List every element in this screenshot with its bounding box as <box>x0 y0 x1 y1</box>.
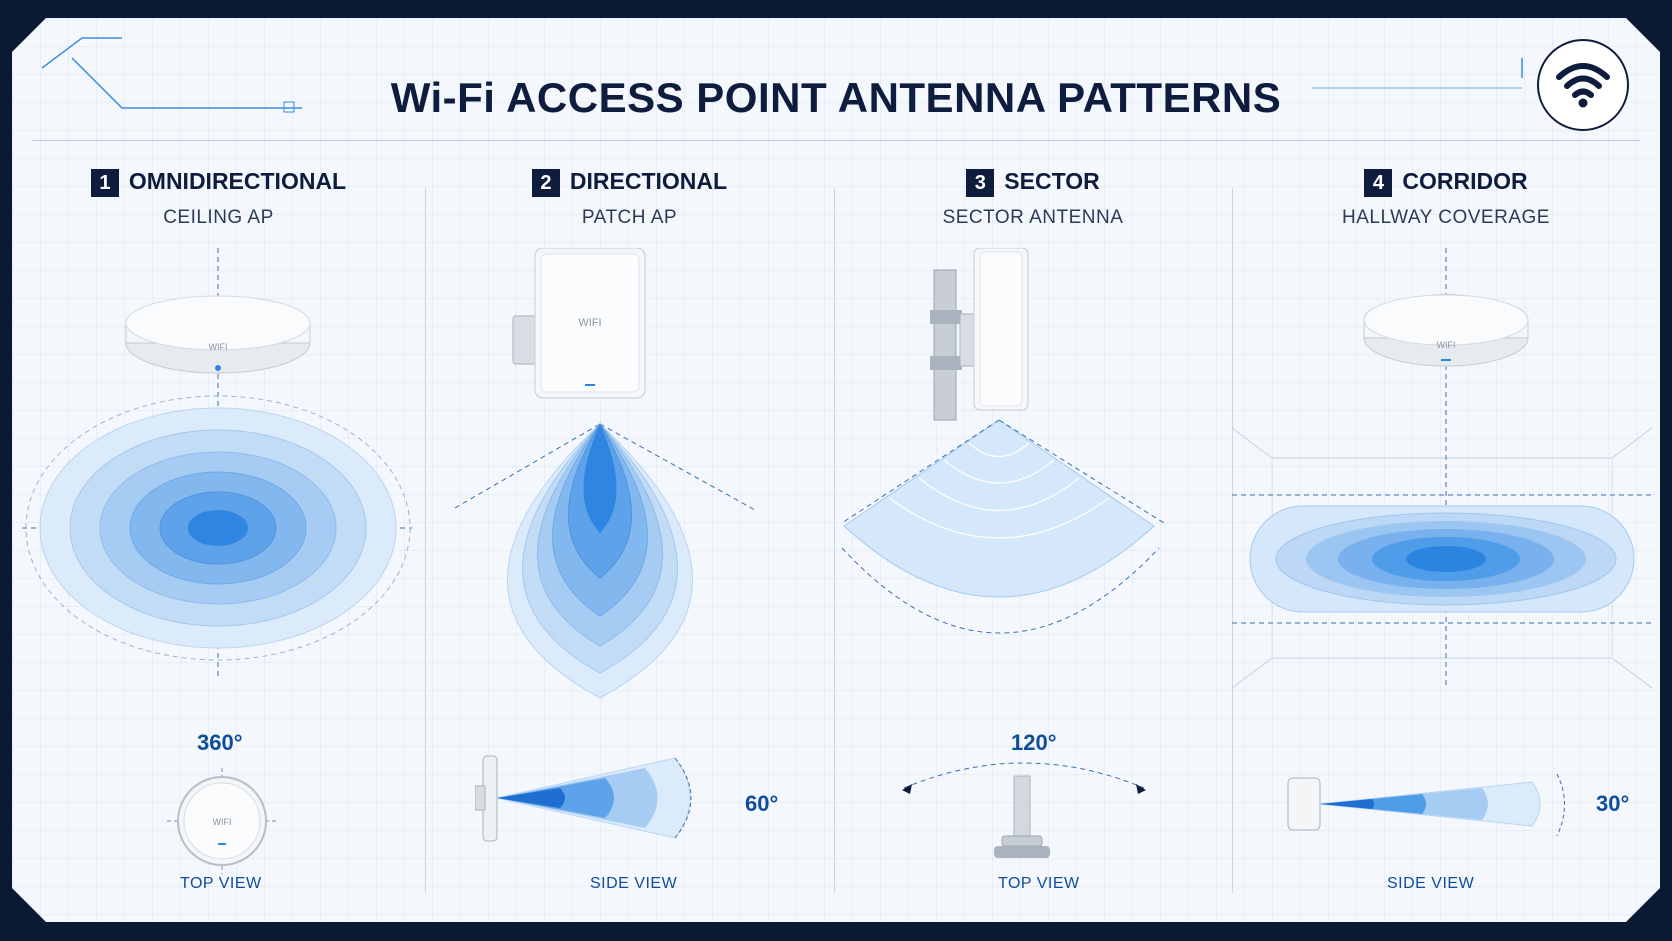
top-view-device <box>902 762 1146 858</box>
wifi-icon <box>1556 63 1610 108</box>
panel-title: DIRECTIONAL <box>569 168 728 194</box>
view-label: TOP VIEW <box>998 875 1080 892</box>
panel-subtitle: HALLWAY COVERAGE <box>1342 207 1550 228</box>
device-label: WIFI <box>209 342 228 352</box>
ceiling-ap-device: WIFI <box>1363 293 1529 367</box>
panel-header: 1 OMNIDIRECTIONAL CEILING AP <box>12 168 425 229</box>
side-view-beam <box>1287 773 1565 837</box>
omni-pattern-diagram: WIFI <box>22 248 412 678</box>
panel-header: 4 CORRIDOR HALLWAY COVERAGE <box>1232 168 1660 229</box>
column-divider <box>834 188 835 893</box>
corner-decoration-top-right <box>1312 58 1523 89</box>
panel-subtitle: SECTOR ANTENNA <box>942 207 1124 228</box>
page-title: Wi-Fi ACCESS POINT ANTENNA PATTERNS <box>390 74 1282 121</box>
view-label: SIDE VIEW <box>1387 875 1475 892</box>
panel-sector: 3 SECTOR SECTOR ANTENNA 120° <box>834 168 1232 898</box>
column-divider <box>1232 188 1233 893</box>
panel-number: 1 <box>90 169 119 197</box>
column-divider <box>425 188 426 893</box>
coverage-angle: 60° <box>745 791 779 816</box>
panel-omnidirectional: 1 OMNIDIRECTIONAL CEILING AP WIFI 360° <box>12 168 425 898</box>
view-label: SIDE VIEW <box>590 875 678 892</box>
top-view-device: WIFI <box>167 768 277 874</box>
header-divider <box>32 140 1640 141</box>
device-label: WIFI <box>1437 340 1456 350</box>
corridor-pattern-diagram: WIFI <box>1232 248 1653 689</box>
ceiling-ap-device: WIFI <box>125 295 311 374</box>
panel-title: SECTOR <box>1004 168 1100 194</box>
coverage-angle: 30° <box>1596 791 1630 816</box>
panel-subtitle: PATCH AP <box>581 207 678 228</box>
panel-number: 2 <box>531 169 560 197</box>
device-label: WIFI <box>578 317 601 329</box>
coverage-angle: 120° <box>1011 730 1057 755</box>
patch-ap-device: WIFI <box>512 248 646 399</box>
panel-number: 3 <box>966 169 995 197</box>
small-device-label: WIFI <box>213 817 232 827</box>
panel-header: 2 DIRECTIONAL PATCH AP <box>425 168 834 229</box>
directional-pattern-diagram: WIFI <box>454 248 756 699</box>
wifi-badge <box>1537 39 1629 131</box>
panel-header: 3 SECTOR SECTOR ANTENNA <box>834 168 1232 229</box>
panel-subtitle: CEILING AP <box>163 207 274 228</box>
view-label: TOP VIEW <box>180 875 262 892</box>
panel-title: CORRIDOR <box>1402 168 1528 194</box>
coverage-angle: 360° <box>197 730 243 755</box>
infographic-frame: Wi-Fi ACCESS POINT ANTENNA PATTERNS 1 OMN… <box>12 18 1660 922</box>
panel-title: OMNIDIRECTIONAL <box>128 168 347 194</box>
sector-pattern-diagram <box>841 248 1165 634</box>
panel-number: 4 <box>1364 169 1393 197</box>
sector-antenna-device <box>930 248 1029 421</box>
panel-corridor: 4 CORRIDOR HALLWAY COVERAGE <box>1232 168 1660 898</box>
corner-decoration-top-left <box>41 37 302 113</box>
panel-directional: 2 DIRECTIONAL PATCH AP WIFI <box>425 168 834 898</box>
side-view-beam <box>475 755 692 842</box>
